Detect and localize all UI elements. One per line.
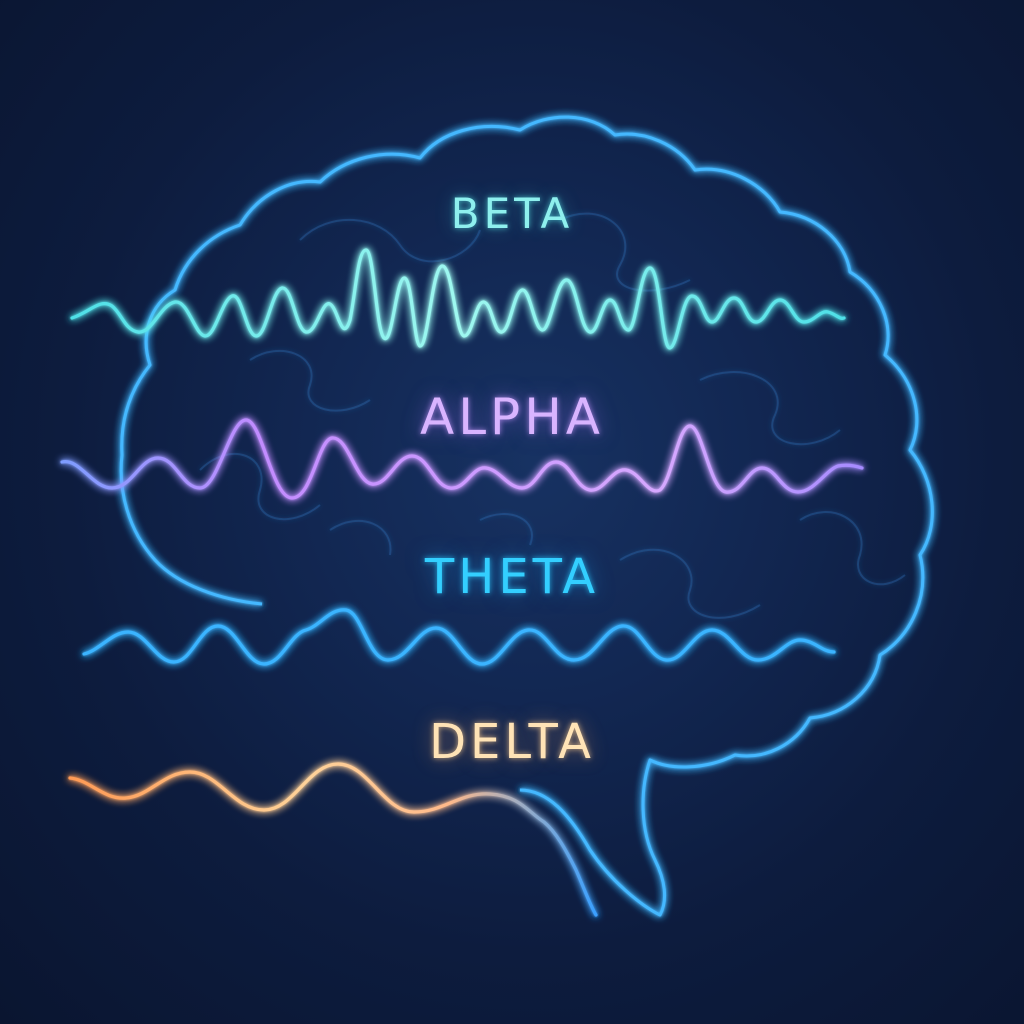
beta-label: BETA	[450, 189, 574, 238]
delta-label: DELTA	[429, 714, 595, 770]
beta-wave	[70, 248, 846, 350]
brain-outline-icon	[119, 115, 934, 917]
theta-label: THETA	[424, 549, 600, 605]
alpha-wave	[60, 418, 864, 500]
theta-wave	[82, 608, 836, 666]
alpha-label: ALPHA	[419, 388, 604, 446]
delta-wave	[68, 762, 598, 917]
brain-folds	[199, 212, 906, 619]
